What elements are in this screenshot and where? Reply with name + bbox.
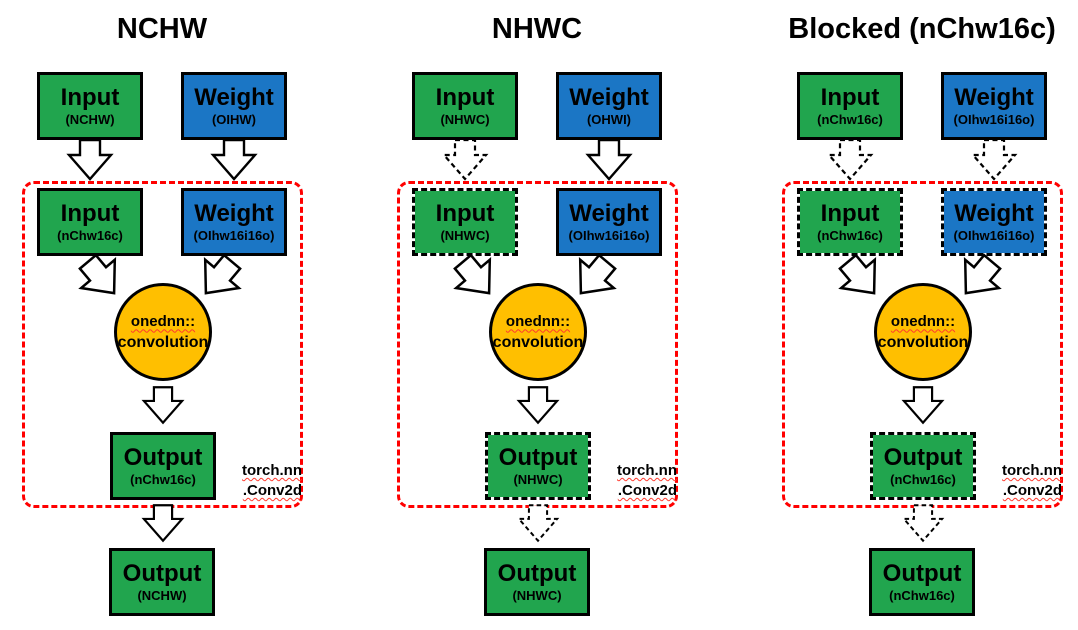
output-reorder-arrow-icon [901,502,945,544]
torch-conv2d-label: torch.nn .Conv2d [242,461,302,501]
weight-label: Weight [194,84,274,111]
onednn-convolution-node: onednn:: convolution [874,283,972,381]
output-box-final: Output (NCHW) [109,548,215,616]
output-label: Output [882,560,962,587]
weight-format: (OIhw16i16o) [568,228,650,243]
output-box-internal: Output (NHWC) [485,432,591,500]
weight-format: (OIhw16i16o) [953,228,1035,243]
conv2d-text: .Conv2d [242,482,302,499]
weight-box-internal: Weight (OIhw16i16o) [556,188,662,256]
input-label: Input [60,200,120,227]
weight-label: Weight [194,200,274,227]
convolution-label: convolution [877,333,969,351]
weight-reorder-arrow-icon [210,138,258,181]
input-reorder-arrow-icon [441,138,489,181]
input-box-internal: Input (nChw16c) [797,188,903,256]
onednn-namespace-label: onednn:: [505,312,571,330]
conv-output-arrow-icon [901,384,945,426]
diagram-title: Blocked (nChw16c) [788,13,1056,45]
convolution-label: convolution [492,333,584,351]
weight-box-original: Weight (OIhw16i16o) [941,72,1047,140]
output-box-internal: Output (nChw16c) [110,432,216,500]
output-box-final: Output (nChw16c) [869,548,975,616]
onednn-namespace-label: onednn:: [130,312,196,330]
output-format: (NHWC) [512,588,562,603]
output-format: (NCHW) [137,588,187,603]
conv2d-text: .Conv2d [1002,482,1062,499]
onednn-convolution-node: onednn:: convolution [489,283,587,381]
onednn-namespace-label: onednn:: [890,312,956,330]
input-box-internal: Input (nChw16c) [37,188,143,256]
weight-reorder-arrow-icon [585,138,633,181]
onednn-convolution-node: onednn:: convolution [114,283,212,381]
output-reorder-arrow-icon [141,502,185,544]
input-reorder-arrow-icon [826,138,874,181]
conv-output-arrow-icon [516,384,560,426]
output-format: (nChw16c) [130,472,196,487]
weight-box-internal: Weight (OIhw16i16o) [941,188,1047,256]
input-to-conv-arrow-icon [70,246,133,309]
conv-output-arrow-icon [141,384,185,426]
weight-label: Weight [954,200,1034,227]
weight-format: (OIhw16i16o) [953,112,1035,127]
output-box-internal: Output (nChw16c) [870,432,976,500]
output-label: Output [883,444,963,471]
output-format: (NHWC) [513,472,563,487]
weight-format: (OHWI) [586,112,632,127]
weight-reorder-arrow-icon [970,138,1018,181]
convolution-label: convolution [117,333,209,351]
weight-to-conv-arrow-icon [563,246,626,309]
diagram-nchw: NCHW Input (NCHW) Weight (OIHW) Input (n… [2,0,322,630]
weight-to-conv-arrow-icon [948,246,1011,309]
input-box-original: Input (NHWC) [412,72,518,140]
input-label: Input [820,200,880,227]
output-label: Output [123,444,203,471]
weight-box-original: Weight (OHWI) [556,72,662,140]
output-format: (nChw16c) [890,472,956,487]
weight-box-original: Weight (OIHW) [181,72,287,140]
input-label: Input [820,84,880,111]
output-format: (nChw16c) [889,588,955,603]
input-label: Input [435,84,495,111]
output-box-final: Output (NHWC) [484,548,590,616]
input-format: (nChw16c) [817,112,883,127]
input-to-conv-arrow-icon [830,246,893,309]
weight-to-conv-arrow-icon [188,246,251,309]
output-label: Output [122,560,202,587]
input-box-original: Input (NCHW) [37,72,143,140]
diagram-title: NCHW [116,13,208,45]
torch-nn-text: torch.nn [1002,462,1062,479]
output-label: Output [497,560,577,587]
torch-nn-text: torch.nn [617,462,677,479]
input-box-internal: Input (NHWC) [412,188,518,256]
diagram-blocked: Blocked (nChw16c) Input (nChw16c) Weight… [762,0,1078,630]
weight-format: (OIhw16i16o) [193,228,275,243]
input-format: (NHWC) [440,228,490,243]
weight-format: (OIHW) [211,112,257,127]
input-format: (nChw16c) [817,228,883,243]
input-to-conv-arrow-icon [445,246,508,309]
torch-conv2d-label: torch.nn .Conv2d [1002,461,1062,501]
weight-label: Weight [569,84,649,111]
input-format: (NCHW) [65,112,115,127]
torch-conv2d-label: torch.nn .Conv2d [617,461,677,501]
input-box-original: Input (nChw16c) [797,72,903,140]
input-reorder-arrow-icon [66,138,114,181]
output-reorder-arrow-icon [516,502,560,544]
output-label: Output [498,444,578,471]
torch-nn-text: torch.nn [242,462,302,479]
input-format: (NHWC) [440,112,490,127]
conv2d-text: .Conv2d [617,482,677,499]
weight-label: Weight [569,200,649,227]
diagram-title: NHWC [491,13,583,45]
weight-label: Weight [954,84,1034,111]
input-label: Input [60,84,120,111]
diagram-nhwc: NHWC Input (NHWC) Weight (OHWI) Input (N… [377,0,697,630]
input-format: (nChw16c) [57,228,123,243]
weight-box-internal: Weight (OIhw16i16o) [181,188,287,256]
input-label: Input [435,200,495,227]
